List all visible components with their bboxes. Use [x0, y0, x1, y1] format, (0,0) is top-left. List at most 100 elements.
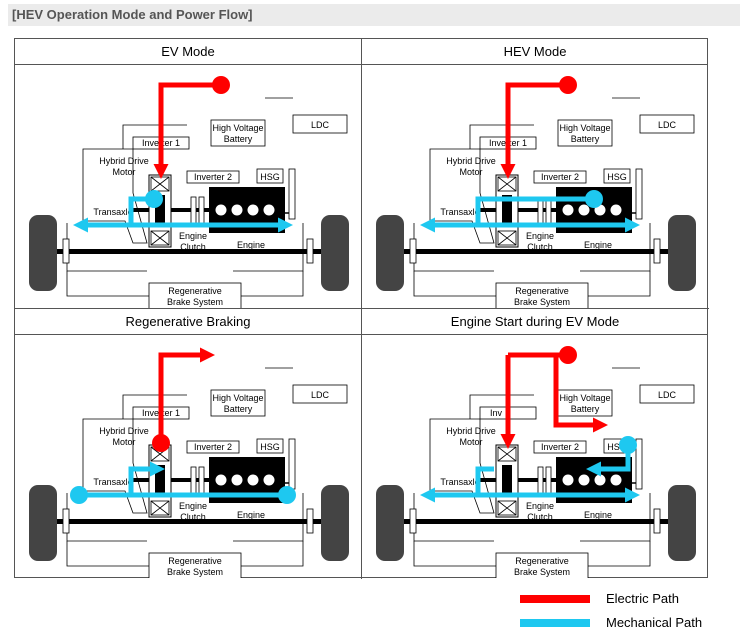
engine-clutch-label-1: Engine	[526, 501, 554, 511]
hsg-box	[256, 438, 284, 454]
right-cv-joint	[306, 508, 314, 534]
panel-title: EV Mode	[15, 39, 361, 65]
electric-path-battery-to-motor	[153, 82, 221, 179]
legend-label: Mechanical Path	[606, 615, 703, 630]
right-wheel	[668, 215, 696, 291]
hsg-box	[256, 168, 284, 184]
motor-winding-top-x2	[497, 446, 517, 462]
electric-path-battery-to-motor	[500, 82, 568, 179]
left-wheel	[376, 215, 404, 291]
section-title: [HEV Operation Mode and Power Flow]	[12, 7, 253, 22]
regenerative-brake-system-box	[495, 552, 589, 578]
legend-electric-path: Electric Path	[520, 590, 740, 610]
hsg-pulley	[635, 438, 643, 490]
inverter-2-box	[533, 440, 587, 454]
high-voltage-battery-label-2: Battery	[224, 134, 253, 144]
motor-rotor	[502, 465, 512, 497]
panel-title: HEV Mode	[362, 39, 708, 65]
engine-cylinder-2	[578, 204, 590, 216]
mechanical-path-origin-right	[278, 486, 296, 504]
hsg-label: HSG	[260, 172, 280, 182]
legend-swatch-mechanical	[520, 619, 590, 627]
drive-axle	[404, 519, 668, 524]
engine-clutch-label-1: Engine	[526, 231, 554, 241]
ldc-label: LDC	[311, 120, 330, 130]
left-cv-joint	[409, 238, 417, 264]
regenerative-brake-label-1: Regenerative	[515, 286, 569, 296]
engine-label: Engine	[584, 240, 612, 250]
engine-cylinder-1	[562, 204, 574, 216]
engine-cylinder-1	[215, 474, 227, 486]
engine-clutch-plate-2	[545, 466, 552, 496]
high-voltage-battery-box	[210, 389, 266, 417]
transaxle-label: Transaxle	[440, 477, 479, 487]
high-voltage-battery-label-1: High Voltage	[212, 393, 263, 403]
engine-clutch-plate-1	[190, 196, 197, 226]
ldc-label: LDC	[658, 390, 677, 400]
drive-shaft	[480, 208, 568, 212]
motor-rotor	[155, 465, 165, 497]
panel-title: Engine Start during EV Mode	[362, 309, 708, 335]
electric-path-origin	[152, 434, 170, 452]
inverter-2-label: Inverter 2	[541, 172, 579, 182]
motor-winding-bottom-x2	[150, 230, 170, 246]
engine-clutch-plate-1	[190, 466, 197, 496]
hsg-label: HSG	[607, 172, 627, 182]
regenerative-brake-label-1: Regenerative	[168, 556, 222, 566]
motor-winding-bottom-x2	[497, 500, 517, 516]
engine-cylinder-2	[231, 204, 243, 216]
engine-cylinder-3	[247, 474, 259, 486]
engine-label: Engine	[237, 240, 265, 250]
hsg-box	[603, 168, 631, 184]
hsg-label: HSG	[607, 442, 627, 452]
drive-shaft	[480, 478, 568, 482]
engine-clutch-label-2: Clutch	[527, 512, 553, 522]
mechanical-path-origin-left	[70, 486, 88, 504]
grid-divider-vertical	[361, 39, 362, 579]
engine-clutch-label-2: Clutch	[527, 242, 553, 252]
ldc-label: LDC	[311, 390, 330, 400]
mechanical-path-motor-to-axle	[128, 196, 147, 225]
drive-axle	[57, 519, 321, 524]
brake-line-right	[241, 271, 304, 297]
inverter-2-label: Inverter 2	[194, 442, 232, 452]
drive-axle	[57, 249, 321, 254]
brake-line-left	[66, 271, 149, 297]
motor-rotor	[155, 195, 165, 227]
motor-winding-bottom-x2	[497, 230, 517, 246]
electric-path-origin	[559, 76, 577, 94]
left-wheel	[376, 485, 404, 561]
brake-line-right	[588, 541, 651, 567]
ldc-box	[292, 384, 348, 404]
engine-cylinder-3	[594, 474, 606, 486]
engine-cylinder-1	[215, 204, 227, 216]
legend-swatch-electric	[520, 595, 590, 603]
drive-axle	[404, 249, 668, 254]
regenerative-brake-label-2: Brake System	[514, 297, 570, 307]
hsg-pulley	[288, 168, 296, 220]
motor-winding-top-x2	[497, 176, 517, 192]
right-cv-joint	[653, 238, 661, 264]
high-voltage-battery-label-1: High Voltage	[559, 123, 610, 133]
engine-clutch-label-2: Clutch	[180, 512, 206, 522]
mechanical-path-origin	[585, 190, 603, 208]
inverter-2-box	[186, 170, 240, 184]
regenerative-brake-label-1: Regenerative	[168, 286, 222, 296]
engine-clutch-plate-1	[537, 466, 544, 496]
electric-path-motor-to-battery	[158, 347, 215, 443]
left-cv-joint	[62, 238, 70, 264]
motor-rotor	[502, 195, 512, 227]
ldc-box	[639, 114, 695, 134]
regenerative-brake-label-2: Brake System	[167, 297, 223, 307]
hsg-pulley	[635, 168, 643, 220]
hybrid-drive-motor-label-1: Hybrid Drive	[446, 426, 496, 436]
brake-line-left	[413, 271, 496, 297]
hsg-label: HSG	[260, 442, 280, 452]
transaxle-label: Transaxle	[440, 207, 479, 217]
ldc-box	[292, 114, 348, 134]
regenerative-brake-label-2: Brake System	[514, 567, 570, 577]
